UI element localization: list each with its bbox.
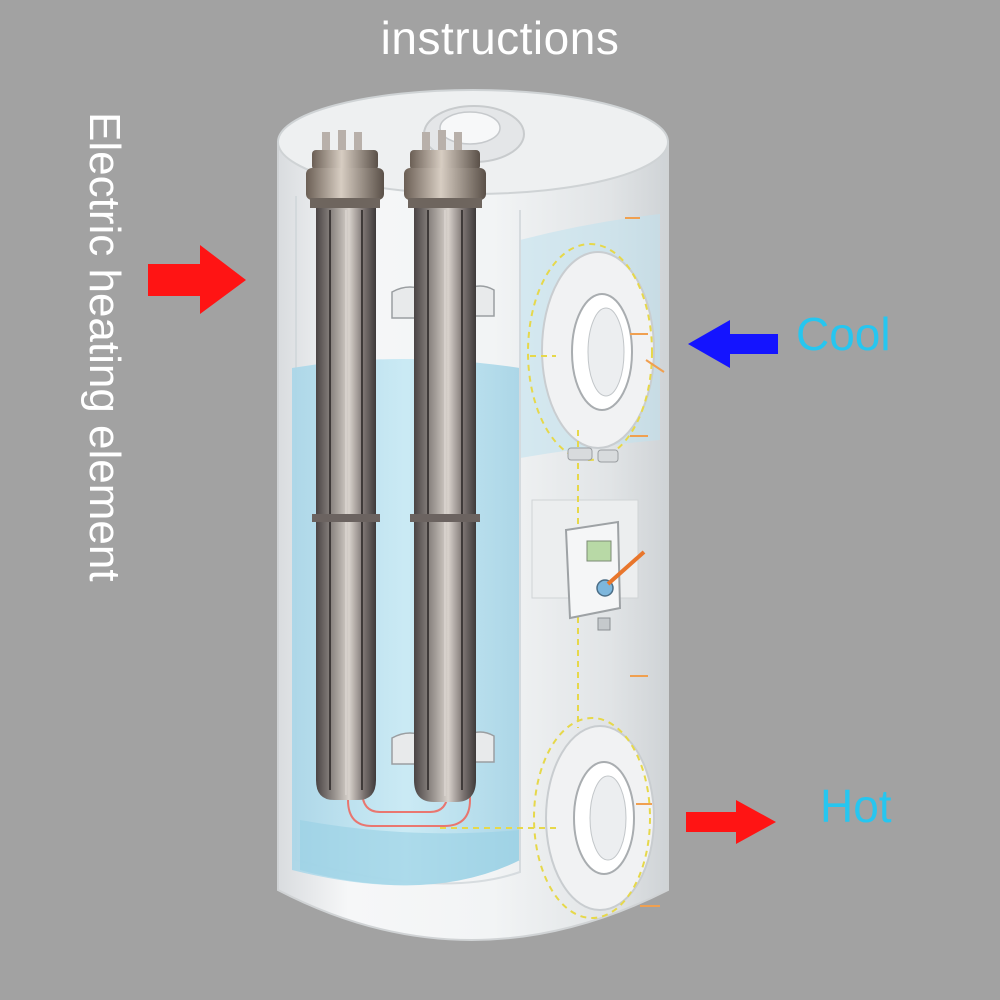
arrow-left-icon <box>688 320 778 368</box>
page-title: instructions <box>380 12 620 64</box>
arrow-right-icon <box>686 800 776 844</box>
cool-inlet-port <box>527 243 655 461</box>
hot-outlet-port <box>533 717 655 919</box>
bottom-fittings <box>567 447 619 463</box>
heating-element-left <box>306 130 384 800</box>
arrow-right-icon <box>148 245 246 314</box>
orange-ticks <box>625 217 665 907</box>
hot-label: Hot <box>820 780 892 832</box>
thermostat-box <box>564 520 646 631</box>
heating-element-right <box>404 130 486 802</box>
top-port <box>423 105 525 163</box>
cool-label: Cool <box>796 308 891 360</box>
heating-element-label: Electric heating element <box>80 112 129 582</box>
